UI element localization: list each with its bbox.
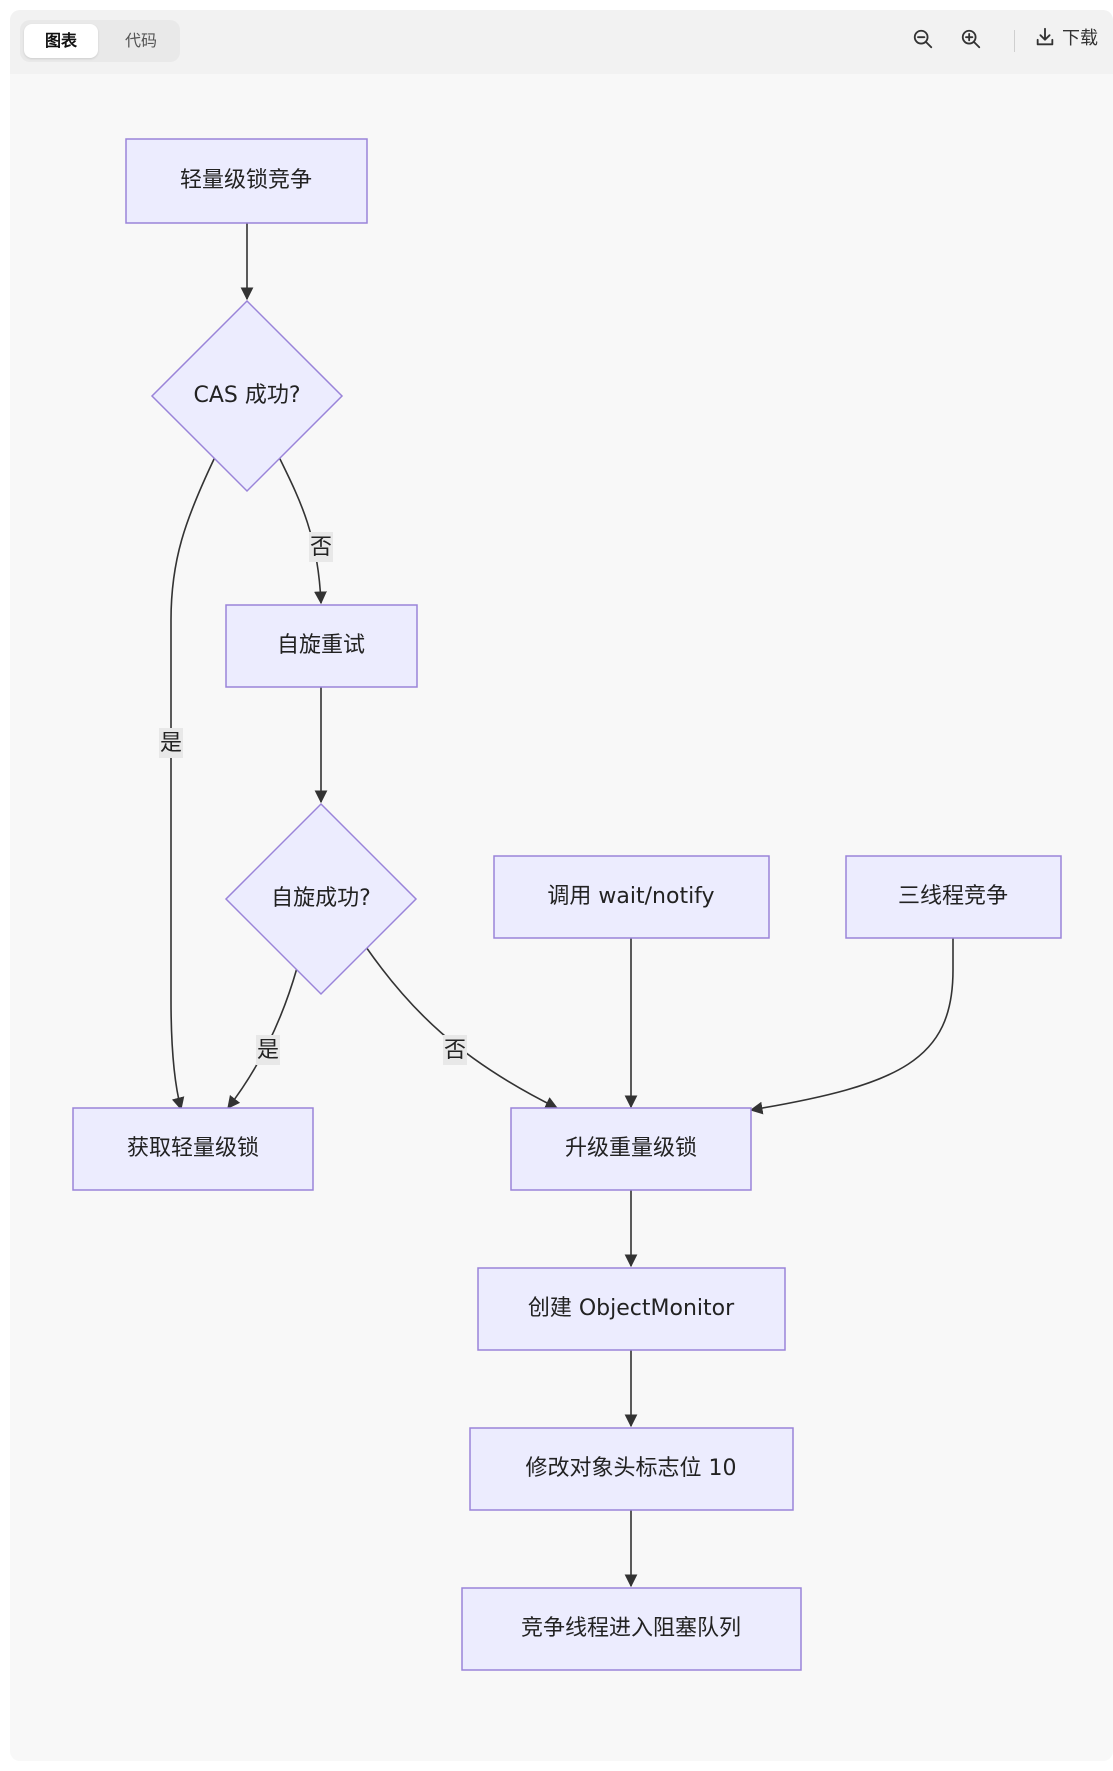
node-create-objectmonitor: 创建 ObjectMonitor: [477, 1267, 786, 1351]
svg-text:竞争线程进入阻塞队列: 竞争线程进入阻塞队列: [521, 1616, 741, 1641]
tab-code[interactable]: 代码: [124, 31, 157, 50]
svg-text:CAS 成功?: CAS 成功?: [193, 383, 300, 408]
svg-text:修改对象头标志位 10: 修改对象头标志位 10: [526, 1456, 737, 1481]
node-modify-header-flag: 修改对象头标志位 10: [469, 1427, 794, 1511]
zoom-out-icon: [913, 29, 933, 49]
node-upgrade-heavyweight-lock: 升级重量级锁: [510, 1107, 752, 1191]
svg-text:轻量级锁竞争: 轻量级锁竞争: [180, 168, 312, 193]
svg-text:创建 ObjectMonitor: 创建 ObjectMonitor: [528, 1296, 735, 1321]
svg-text:是: 是: [257, 1038, 279, 1063]
toolbar-divider: [1014, 30, 1015, 52]
svg-text:升级重量级锁: 升级重量级锁: [565, 1136, 697, 1161]
edge-label-spin-no: 否: [443, 1035, 467, 1065]
svg-text:获取轻量级锁: 获取轻量级锁: [127, 1136, 259, 1161]
download-button[interactable]: 下载: [1034, 22, 1098, 56]
node-lightweight-contention: 轻量级锁竞争: [125, 138, 368, 224]
svg-text:自旋重试: 自旋重试: [277, 633, 365, 658]
node-call-wait-notify: 调用 wait/notify: [493, 855, 770, 939]
svg-text:是: 是: [160, 731, 182, 756]
edge-spinok-upgrade: [365, 946, 559, 1109]
decision-spin-success: 自旋成功?: [224, 802, 418, 996]
edge-cas-spin: [278, 456, 327, 605]
svg-text:自旋成功?: 自旋成功?: [271, 886, 371, 911]
svg-text:三线程竞争: 三线程竞争: [898, 884, 1008, 909]
download-label: 下载: [1062, 28, 1098, 49]
edge-label-cas-no: 否: [309, 532, 333, 562]
zoom-in-icon: [961, 29, 981, 49]
toolbar: [10, 10, 1113, 74]
view-tabs: 图表 代码: [20, 20, 180, 62]
zoom-out-button[interactable]: [908, 24, 938, 54]
edge-label-spin-yes: 是: [256, 1035, 280, 1065]
node-acquire-lightweight-lock: 获取轻量级锁: [72, 1107, 314, 1191]
node-enter-blocking-queue: 竞争线程进入阻塞队列: [461, 1587, 802, 1671]
node-spin-retry: 自旋重试: [225, 604, 418, 688]
download-icon: [1036, 27, 1054, 46]
svg-text:否: 否: [444, 1038, 466, 1063]
zoom-in-button[interactable]: [956, 24, 986, 54]
svg-text:调用 wait/notify: 调用 wait/notify: [547, 884, 714, 909]
node-three-thread-contention: 三线程竞争: [845, 855, 1062, 939]
tab-diagram[interactable]: 图表: [24, 24, 98, 58]
svg-text:否: 否: [310, 535, 332, 560]
decision-cas-success: CAS 成功?: [150, 299, 344, 493]
edge-cas-acquire: [170, 456, 216, 1111]
edge-label-cas-yes: 是: [159, 728, 183, 758]
edge-three-upgrade: [749, 938, 954, 1115]
